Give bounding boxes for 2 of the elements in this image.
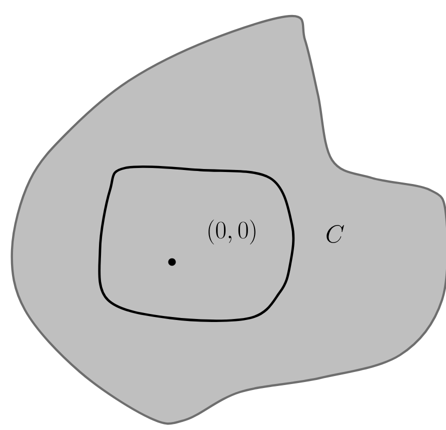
curve-label: $C$ bbox=[326, 224, 344, 244]
point-label: $(0,0)$ bbox=[208, 220, 256, 244]
